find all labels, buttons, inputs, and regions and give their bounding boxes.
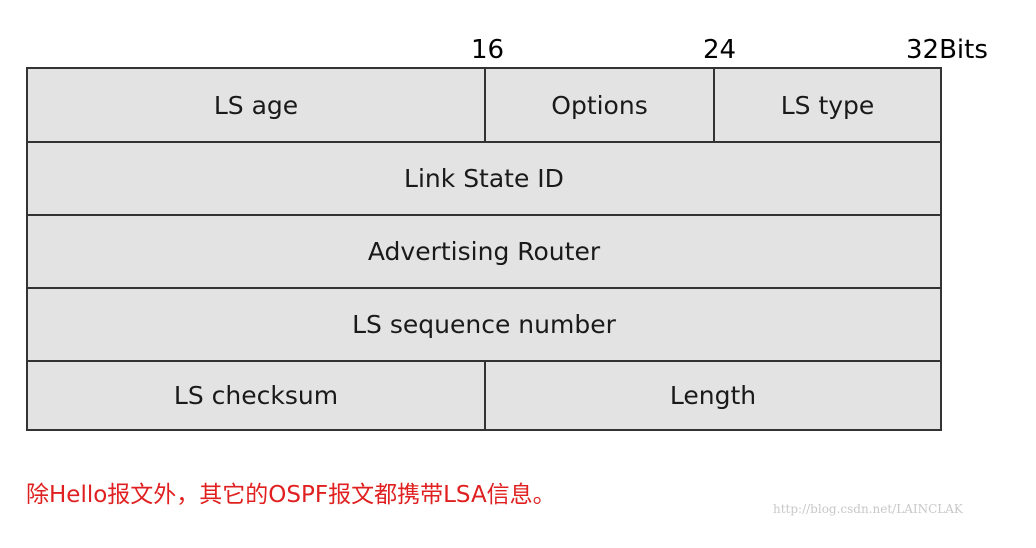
lsa-row-2: Link State ID (28, 141, 940, 214)
field-ls-sequence-number: LS sequence number (352, 310, 616, 339)
bit-marker-16: 16 (471, 35, 505, 65)
bit-marker-32: 32Bits (906, 35, 988, 65)
field-link-state-id: Link State ID (404, 164, 564, 193)
field-ls-age: LS age (28, 69, 486, 141)
lsa-row-4: LS sequence number (28, 287, 940, 360)
watermark: http://blog.csdn.net/LAINCLAK (773, 502, 963, 516)
field-advertising-router: Advertising Router (367, 237, 601, 266)
lsa-row-3: Advertising Router (28, 214, 940, 287)
caption-text: 除Hello报文外，其它的OSPF报文都携带LSA信息。 (26, 482, 556, 508)
lsa-row-5: LS checksum Length (28, 360, 940, 429)
field-ls-checksum: LS checksum (28, 362, 486, 429)
lsa-header-diagram: LS age Options LS type Link State ID Adv… (26, 67, 942, 431)
lsa-row-1: LS age Options LS type (28, 69, 940, 141)
bit-marker-24: 24 (703, 35, 737, 65)
field-length: Length (669, 381, 757, 410)
field-options: Options (486, 69, 715, 141)
field-ls-type: LS type (780, 90, 875, 120)
